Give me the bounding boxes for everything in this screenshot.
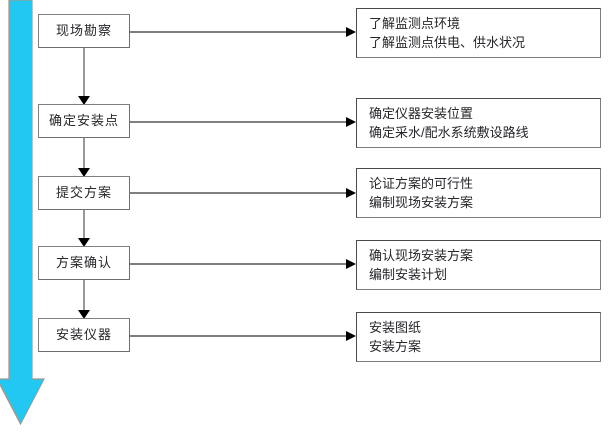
detail-line: 安装方案: [369, 339, 422, 354]
detail-line: 了解监测点供电、供水状况: [369, 35, 526, 50]
detail-connector-2: [130, 117, 356, 127]
stage-label: 安装仪器: [55, 327, 112, 343]
stage-connector-2-3: [78, 138, 90, 177]
detail-connector-3: [130, 188, 356, 198]
stage-label: 提交方案: [55, 185, 112, 201]
detail-line: 安装图纸: [369, 320, 422, 335]
detail-line: 编制现场安装方案: [369, 195, 474, 210]
detail-line: 确定仪器安装位置: [369, 106, 474, 121]
detail-line: 确定采水/配水系统敷设路线: [369, 125, 529, 140]
detail-box-determine-install-point[interactable]: 确定仪器安装位置 确定采水/配水系统敷设路线: [356, 98, 601, 148]
stage-connector-1-2: [78, 48, 90, 105]
stage-box-site-survey[interactable]: 现场勘察: [38, 14, 130, 48]
detail-line: 确认现场安装方案: [369, 248, 474, 263]
detail-box-install-instrument[interactable]: 安装图纸 安装方案: [356, 312, 601, 362]
detail-line: 编制安装计划: [369, 267, 448, 282]
detail-box-submit-plan[interactable]: 论证方案的可行性 编制现场安装方案: [356, 168, 601, 218]
detail-box-site-survey[interactable]: 了解监测点环境 了解监测点供电、供水状况: [356, 8, 601, 58]
stage-connector-4-5: [78, 280, 90, 319]
detail-connector-1: [130, 27, 356, 37]
stage-label: 确定安装点: [48, 113, 119, 129]
detail-line: 论证方案的可行性: [369, 176, 474, 191]
detail-line: 了解监测点环境: [369, 16, 461, 31]
detail-box-plan-confirmation[interactable]: 确认现场安装方案 编制安装计划: [356, 240, 601, 290]
stage-box-install-instrument[interactable]: 安装仪器: [38, 318, 130, 352]
progress-down-arrow-icon: [0, 0, 45, 426]
stage-box-determine-install-point[interactable]: 确定安装点: [38, 104, 130, 138]
stage-label: 方案确认: [55, 255, 112, 271]
detail-connector-4: [130, 259, 356, 269]
stage-connector-3-4: [78, 210, 90, 247]
detail-connector-5: [130, 331, 356, 341]
stage-box-plan-confirmation[interactable]: 方案确认: [38, 246, 130, 280]
stage-label: 现场勘察: [55, 23, 112, 39]
stage-box-submit-plan[interactable]: 提交方案: [38, 176, 130, 210]
